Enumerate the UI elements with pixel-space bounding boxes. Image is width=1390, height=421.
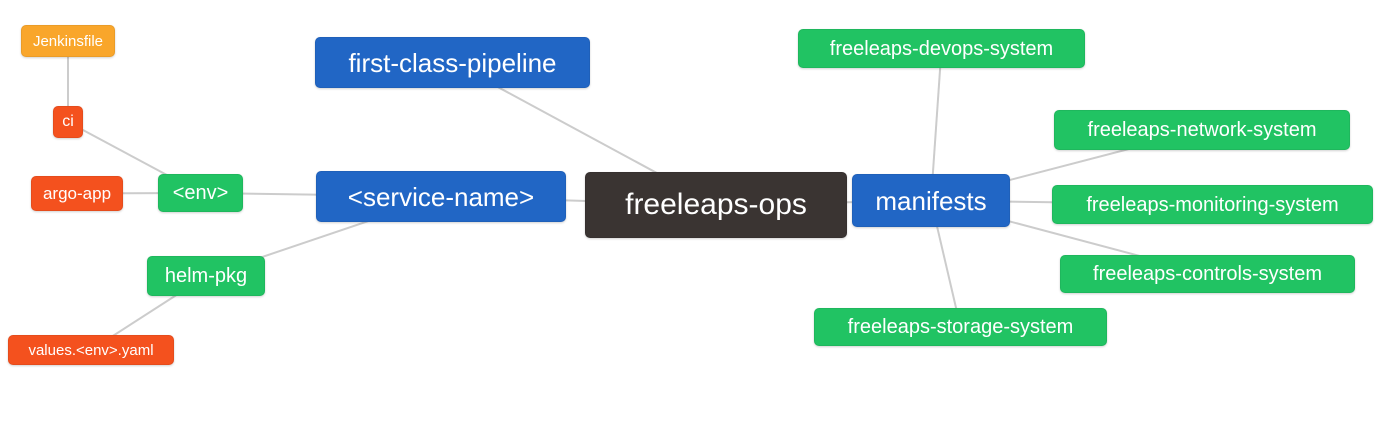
node-label: freeleaps-storage-system <box>847 316 1074 338</box>
node-label: freeleaps-network-system <box>1087 119 1317 141</box>
mindmap-node-manifests[interactable]: manifests <box>852 174 1010 227</box>
node-label: Jenkinsfile <box>32 32 104 50</box>
mindmap-node-network-system[interactable]: freeleaps-network-system <box>1054 110 1350 150</box>
node-label: freeleaps-devops-system <box>829 37 1054 60</box>
mindmap-node-monitoring-system[interactable]: freeleaps-monitoring-system <box>1052 185 1373 224</box>
mindmap-node-argo-app[interactable]: argo-app <box>31 176 123 211</box>
mindmap-node-storage-system[interactable]: freeleaps-storage-system <box>814 308 1107 346</box>
node-label: <env> <box>172 182 229 204</box>
node-label: argo-app <box>42 184 112 203</box>
node-label: freeleaps-monitoring-system <box>1086 193 1339 216</box>
mindmap-node-helm-pkg[interactable]: helm-pkg <box>147 256 265 296</box>
mindmap-node-first-class-pipeline[interactable]: first-class-pipeline <box>315 37 590 88</box>
mindmap-node-env[interactable]: <env> <box>158 174 243 212</box>
mindmap-node-ci[interactable]: ci <box>53 106 83 138</box>
node-label: freeleaps-controls-system <box>1093 263 1322 285</box>
mindmap-node-jenkinsfile[interactable]: Jenkinsfile <box>21 25 115 57</box>
mindmap-node-values-env-yaml[interactable]: values.<env>.yaml <box>8 335 174 365</box>
node-label: values.<env>.yaml <box>28 341 154 359</box>
node-label: manifests <box>875 185 987 216</box>
node-label: helm-pkg <box>164 265 248 287</box>
node-label: freeleaps-ops <box>625 188 807 221</box>
mindmap-node-service-name[interactable]: <service-name> <box>316 171 566 222</box>
node-label: first-class-pipeline <box>348 47 557 78</box>
mindmap-node-controls-system[interactable]: freeleaps-controls-system <box>1060 255 1355 293</box>
node-label: <service-name> <box>347 181 535 212</box>
mindmap-node-devops-system[interactable]: freeleaps-devops-system <box>798 29 1085 68</box>
node-label: ci <box>62 113 74 130</box>
mindmap-node-freeleaps-ops[interactable]: freeleaps-ops <box>585 172 847 238</box>
